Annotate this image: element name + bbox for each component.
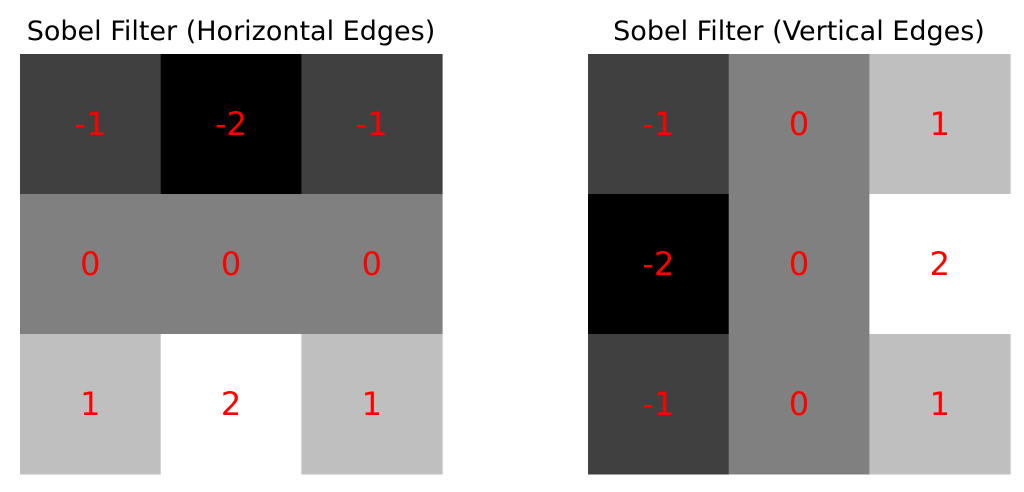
vertical-edges-cell-r0-c1 bbox=[728, 54, 870, 195]
horizontal-edges-cell-r1-c2 bbox=[301, 194, 443, 335]
vertical-edges-cell-r2-c2 bbox=[869, 334, 1011, 475]
vertical-edges-cell-r2-c0 bbox=[588, 334, 730, 475]
vertical-edges-label-r0-c0: -1 bbox=[642, 105, 674, 143]
vertical-edges-label-r1-c2: 2 bbox=[930, 245, 950, 283]
vertical-edges-cell-r1-c1 bbox=[728, 194, 870, 335]
horizontal-edges-heatmap: -1 -2 -1 0 0 0 1 2 1 bbox=[20, 54, 443, 475]
vertical-edges-cell-r0-c2 bbox=[869, 54, 1011, 195]
horizontal-edges-label-r2-c1: 2 bbox=[221, 385, 241, 423]
vertical-edges-label-r1-c0: -2 bbox=[642, 245, 674, 283]
vertical-edges-label-r0-c2: 1 bbox=[930, 105, 950, 143]
vertical-edges-label-r2-c1: 0 bbox=[789, 385, 809, 423]
horizontal-edges-cell-r1-c1 bbox=[160, 194, 302, 335]
horizontal-edges-cell-r2-c1 bbox=[160, 334, 302, 475]
vertical-edges-label-r2-c0: -1 bbox=[642, 385, 674, 423]
horizontal-edges-label-r0-c1: -2 bbox=[215, 105, 247, 143]
horizontal-edges-title: Sobel Filter (Horizontal Edges) bbox=[27, 16, 435, 47]
horizontal-edges-cell-r0-c1 bbox=[160, 54, 302, 195]
vertical-edges-label-r0-c1: 0 bbox=[789, 105, 809, 143]
horizontal-edges-cell-r2-c2 bbox=[301, 334, 443, 475]
horizontal-edges-panel: Sobel Filter (Horizontal Edges) -1 -2 -1 0 0… bbox=[20, 16, 443, 475]
horizontal-edges-cell-r2-c0 bbox=[20, 334, 162, 475]
vertical-edges-cell-r1-c0 bbox=[588, 194, 730, 335]
horizontal-edges-cell-r0-c0 bbox=[20, 54, 162, 195]
vertical-edges-cell-r2-c1 bbox=[728, 334, 870, 475]
vertical-edges-cell-r1-c2 bbox=[869, 194, 1011, 335]
vertical-edges-heatmap: -1 0 1 -2 0 2 -1 0 1 bbox=[588, 54, 1011, 475]
horizontal-edges-cell-r0-c2 bbox=[301, 54, 443, 195]
horizontal-edges-label-r2-c2: 1 bbox=[362, 385, 382, 423]
vertical-edges-cell-r0-c0 bbox=[588, 54, 730, 195]
horizontal-edges-label-r0-c2: -1 bbox=[356, 105, 388, 143]
horizontal-edges-label-r1-c2: 0 bbox=[362, 245, 382, 283]
vertical-edges-label-r2-c2: 1 bbox=[930, 385, 950, 423]
horizontal-edges-cell-r1-c0 bbox=[20, 194, 162, 335]
horizontal-edges-label-r2-c0: 1 bbox=[80, 385, 100, 423]
horizontal-edges-label-r0-c0: -1 bbox=[74, 105, 106, 143]
vertical-edges-label-r1-c1: 0 bbox=[789, 245, 809, 283]
horizontal-edges-label-r1-c0: 0 bbox=[80, 245, 100, 283]
horizontal-edges-label-r1-c1: 0 bbox=[221, 245, 241, 283]
vertical-edges-title: Sobel Filter (Vertical Edges) bbox=[613, 16, 985, 47]
